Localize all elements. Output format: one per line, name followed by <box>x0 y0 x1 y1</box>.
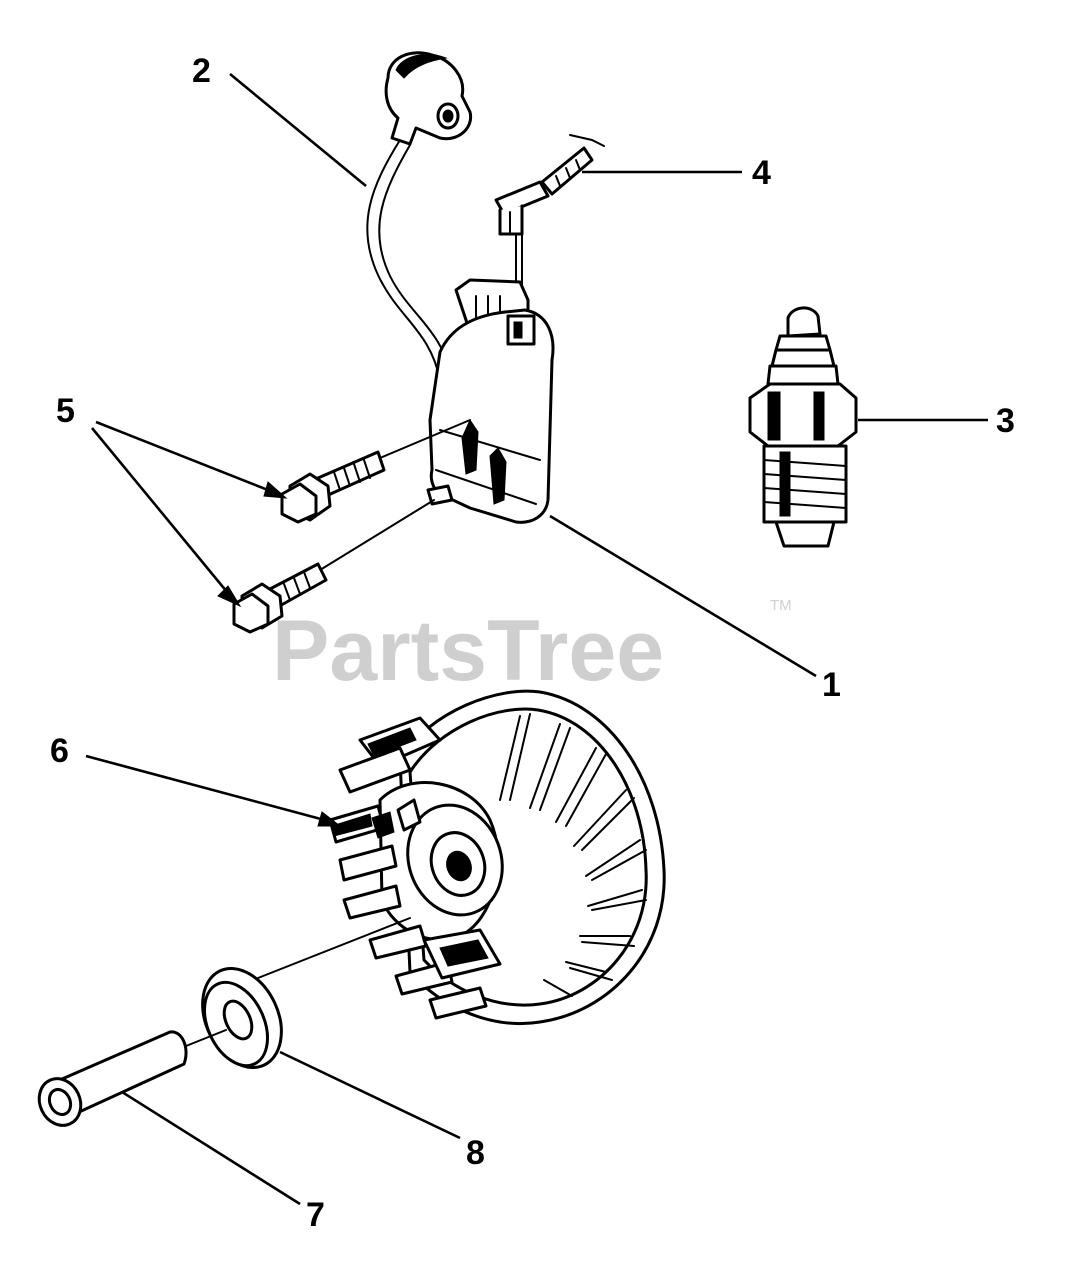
screw-upper[interactable] <box>280 419 471 524</box>
arrowhead-5a <box>263 481 288 499</box>
callout-3: 3 <box>996 402 1015 440</box>
callout-6: 6 <box>50 732 69 770</box>
callout-5: 5 <box>56 392 75 430</box>
leader-lines <box>85 72 988 1206</box>
leader-5a <box>95 420 279 496</box>
arrowhead-5b <box>217 585 242 608</box>
part-2-spark-plug-lead[interactable] <box>366 51 473 381</box>
watermark-text: PartsTree <box>272 603 664 699</box>
callout-labels: 2 4 3 5 1 6 8 7 <box>50 52 1015 1234</box>
part-5-screws[interactable] <box>232 419 471 634</box>
leader-7 <box>121 1090 301 1206</box>
callout-4: 4 <box>752 154 771 192</box>
callout-1: 1 <box>822 666 841 704</box>
screw-lower[interactable] <box>232 499 435 634</box>
leader-1 <box>549 514 817 678</box>
callout-8: 8 <box>466 1134 485 1172</box>
leader-5b <box>90 427 234 599</box>
part-1-ignition-coil[interactable] <box>426 278 555 524</box>
part-7-spacer-tube[interactable] <box>32 1029 227 1132</box>
part-3-spark-plug[interactable] <box>748 306 858 548</box>
leader-8 <box>279 1050 461 1140</box>
leader-2 <box>229 72 367 188</box>
leader-6 <box>85 754 333 824</box>
part-6-flywheel[interactable] <box>328 689 666 1025</box>
watermark-logo: PartsTree TM <box>272 597 792 699</box>
watermark-trademark: TM <box>770 597 792 614</box>
part-8-washer[interactable] <box>187 917 411 1080</box>
callout-2: 2 <box>192 52 211 90</box>
arrowhead-6 <box>317 811 342 827</box>
callout-7: 7 <box>306 1196 325 1234</box>
